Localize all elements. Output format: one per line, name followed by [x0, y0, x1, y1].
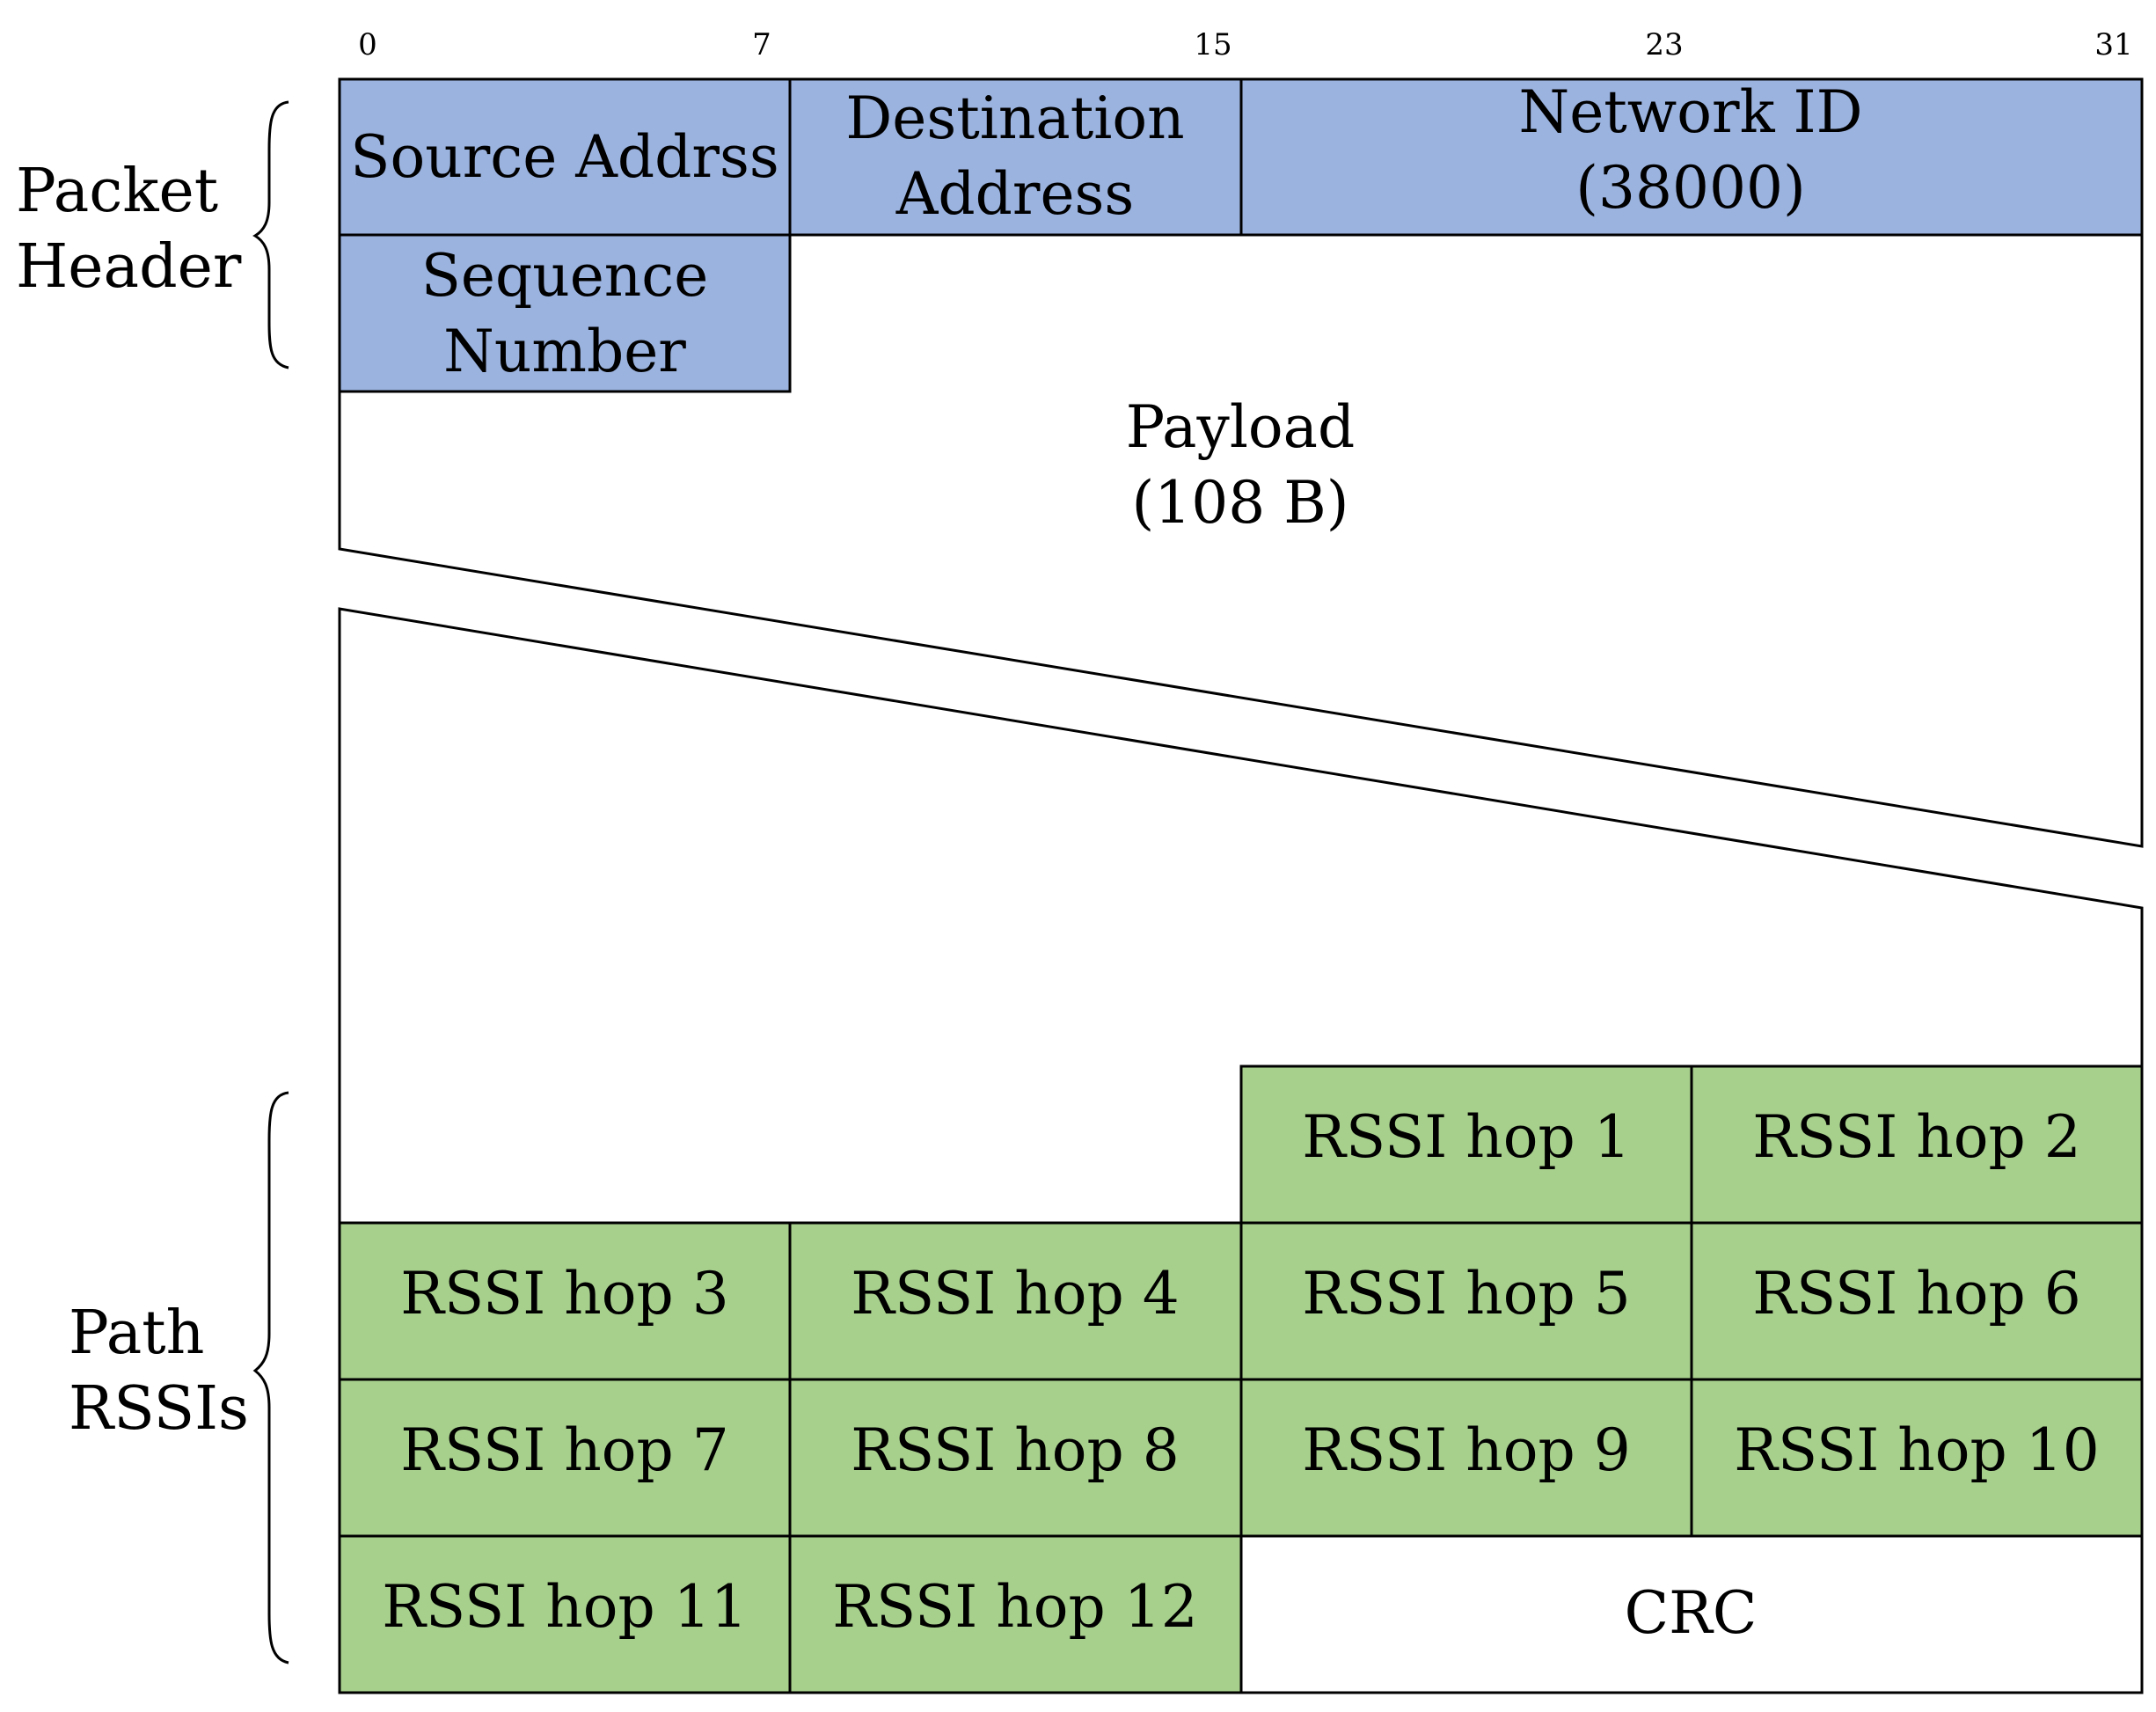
bit-axis: 0 7 15 23 31 [358, 27, 2132, 62]
rssi-hop-8-label: RSSI hop 8 [851, 1416, 1179, 1484]
destination-address-field [788, 77, 1243, 237]
bit-tick-31: 31 [2094, 27, 2132, 62]
rssi-hop-10-label: RSSI hop 10 [1734, 1416, 2099, 1484]
rssi-hop-6-label: RSSI hop 6 [1752, 1260, 2080, 1328]
bit-tick-0: 0 [358, 27, 377, 62]
source-address-label: Source Addrss [350, 123, 778, 191]
rssi-hop-3-label: RSSI hop 3 [400, 1260, 728, 1328]
rssi-hop-7-label: RSSI hop 7 [400, 1416, 728, 1484]
rssi-hop-12-label: RSSI hop 12 [832, 1573, 1197, 1641]
network-id-field [1239, 77, 2144, 237]
destination-address-label-1: Destination [845, 84, 1184, 152]
sequence-number-label-2: Number [443, 318, 686, 385]
sequence-number-field [338, 233, 792, 393]
rssi-hop-5-label: RSSI hop 5 [1302, 1260, 1630, 1328]
payload-lower-outline [338, 607, 2144, 1223]
network-id-label-1: Network ID [1518, 78, 1862, 146]
rssi-hop-1-label: RSSI hop 1 [1302, 1103, 1630, 1171]
packet-header-label-2: Header [16, 232, 242, 302]
bit-tick-7: 7 [752, 27, 771, 62]
rssi-hop-6-cell [1690, 1221, 2144, 1381]
rssi-cells [338, 1065, 2144, 1694]
crc-label: CRC [1625, 1579, 1758, 1647]
rssi-hop-12-cell [788, 1534, 1243, 1694]
rssi-hop-9-cell [1239, 1378, 1693, 1538]
payload-label-2: (108 B) [1132, 469, 1349, 537]
rssi-hop-2-cell [1690, 1065, 2144, 1225]
payload-upper-outline [338, 235, 2144, 848]
rssi-hop-11-label: RSSI hop 11 [382, 1573, 747, 1641]
path-rssis-label-1: Path [69, 1299, 204, 1368]
rssi-hop-9-label: RSSI hop 9 [1302, 1416, 1630, 1484]
rssi-hop-5-cell [1239, 1221, 1693, 1381]
packet-header-brace [252, 100, 289, 369]
rssi-hop-3-cell [338, 1221, 792, 1381]
destination-address-label-2: Address [895, 160, 1135, 228]
rssi-hop-7-cell [338, 1378, 792, 1538]
rssi-hop-4-label: RSSI hop 4 [851, 1260, 1179, 1328]
sequence-number-label-1: Sequence [421, 242, 709, 310]
network-id-label-2: (38000) [1575, 154, 1805, 222]
payload-label-1: Payload [1126, 393, 1356, 461]
rssi-hop-2-label: RSSI hop 2 [1752, 1103, 2080, 1171]
rssi-hop-8-cell [788, 1378, 1243, 1538]
rssi-labels: RSSI hop 1 RSSI hop 2 RSSI hop 3 RSSI ho… [382, 1103, 2099, 1647]
packet-header-label-1: Packet [16, 157, 218, 226]
path-rssis-brace [252, 1091, 289, 1664]
rssi-hop-11-cell [338, 1534, 792, 1694]
bit-tick-23: 23 [1645, 27, 1683, 62]
bit-tick-15: 15 [1194, 27, 1231, 62]
source-address-field [338, 77, 792, 237]
rssi-hop-10-cell [1690, 1378, 2144, 1538]
crc-field [1239, 1534, 2144, 1694]
path-rssis-label-2: RSSIs [69, 1374, 249, 1444]
